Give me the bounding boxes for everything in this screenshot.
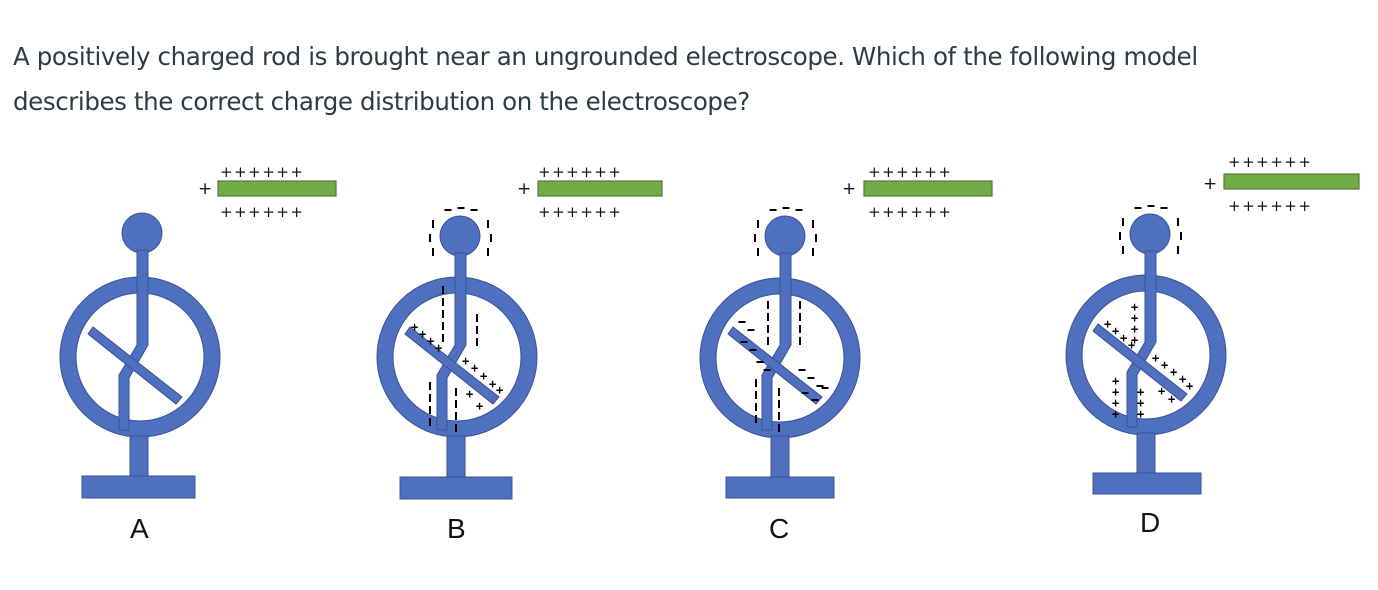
rod-bar [863, 180, 993, 197]
electroscope-leaf [404, 326, 500, 405]
rod-top-charges: ++++++ [1228, 153, 1312, 171]
electroscope-stem [1126, 250, 1157, 428]
electroscope [699, 215, 861, 499]
svg-text:+: + [1112, 396, 1119, 410]
electroscope [59, 212, 221, 499]
svg-text:+: + [480, 369, 487, 383]
svg-text:+: + [1186, 379, 1193, 393]
charged-rod: ++++++ ++++++ + [1203, 153, 1360, 215]
electroscope-base [81, 475, 196, 499]
rod-bottom-charges: ++++++ [868, 203, 952, 221]
svg-text:+: + [1131, 333, 1138, 347]
svg-text:+: + [1137, 385, 1144, 399]
option-d[interactable]: ++++++ ++++++ + ++++ ++++ +++ ++++ [1065, 153, 1360, 538]
svg-text:+: + [466, 387, 473, 401]
svg-text:+: + [1158, 384, 1165, 398]
electroscope-knob [1129, 213, 1171, 255]
svg-text:+: + [1131, 300, 1138, 314]
svg-text:+: + [435, 341, 442, 355]
electroscope [1065, 213, 1227, 495]
electroscope-post [446, 435, 466, 479]
rod-bottom-charges: ++++++ [220, 203, 304, 221]
svg-text:+: + [1152, 351, 1159, 365]
rod-top-charges: ++++++ [868, 163, 952, 181]
rod-bar [537, 180, 663, 197]
svg-text:+: + [476, 399, 483, 413]
svg-text:+: + [1112, 407, 1119, 421]
question-line-2: describes the correct charge distributio… [13, 87, 750, 116]
svg-text:+: + [1131, 311, 1138, 325]
rod-bar [1223, 173, 1360, 190]
svg-text:+: + [1137, 407, 1144, 421]
rod-top-charges: ++++++ [220, 163, 304, 181]
option-label: A [130, 513, 149, 544]
charged-rod: ++++++ ++++++ + [842, 163, 993, 221]
option-b[interactable]: ++++++ ++++++ + ++++ +++ [376, 163, 663, 544]
svg-text:+: + [1128, 338, 1135, 352]
electroscope-knob [121, 212, 163, 254]
svg-text:+: + [1112, 374, 1119, 388]
svg-text:+: + [471, 361, 478, 375]
electroscope-stem [436, 252, 467, 431]
rod-bottom-charges: ++++++ [538, 203, 622, 221]
option-c[interactable]: ++++++ ++++++ + [699, 163, 993, 544]
svg-text:+: + [1112, 324, 1119, 338]
question-line-1: A positively charged rod is brought near… [13, 42, 1198, 71]
svg-text:+: + [419, 327, 426, 341]
svg-text:+: + [1104, 317, 1111, 331]
rod-side-charge: + [517, 179, 531, 199]
rod-bar [217, 180, 337, 197]
electroscope-leaf [727, 326, 823, 405]
svg-text:+: + [462, 354, 469, 368]
option-label: B [447, 513, 466, 544]
svg-text:+: + [1131, 322, 1138, 336]
electroscope-post [1136, 432, 1156, 476]
svg-text:+: + [1120, 331, 1127, 345]
electroscope-knob [439, 215, 481, 257]
svg-text:+: + [1161, 358, 1168, 372]
rod-side-charge: + [1203, 174, 1217, 194]
svg-text:+: + [1112, 385, 1119, 399]
rod-side-charge: + [198, 179, 212, 199]
electroscope-base [1092, 472, 1202, 495]
charged-rod: ++++++ ++++++ + [198, 163, 337, 221]
electroscope-knob [764, 215, 806, 257]
rod-side-charge: + [842, 179, 856, 199]
rod-top-charges: ++++++ [538, 163, 622, 181]
electroscope [376, 215, 538, 500]
rod-bottom-charges: ++++++ [1228, 197, 1312, 215]
option-label: D [1140, 507, 1160, 538]
electroscope-post [770, 435, 790, 479]
electroscope-leaf [1092, 323, 1188, 402]
svg-text:+: + [489, 377, 496, 391]
svg-text:+: + [1168, 392, 1175, 406]
svg-text:+: + [411, 320, 418, 334]
electroscope-stem [118, 249, 149, 431]
option-label: C [769, 513, 789, 544]
option-a[interactable]: ++++++ ++++++ + A [59, 163, 337, 544]
svg-text:+: + [496, 383, 503, 397]
svg-text:+: + [1170, 365, 1177, 379]
electroscope-leaf [87, 326, 183, 405]
electroscope-post [129, 435, 149, 479]
svg-text:+: + [1137, 396, 1144, 410]
stem-positive-charges: ++++ ++++ +++ [1112, 300, 1144, 421]
svg-text:+: + [427, 334, 434, 348]
charged-rod: ++++++ ++++++ + [517, 163, 663, 221]
leaf-positive-charges: ++++ +++++ ++ [411, 320, 503, 413]
question-text: A positively charged rod is brought near… [13, 34, 1353, 124]
svg-text:+: + [1179, 372, 1186, 386]
electroscope-base [725, 476, 835, 499]
electroscope-base [399, 476, 513, 500]
leaf-positive-charges: ++++ +++++ ++ [1104, 317, 1193, 406]
electroscope-stem [761, 252, 792, 431]
